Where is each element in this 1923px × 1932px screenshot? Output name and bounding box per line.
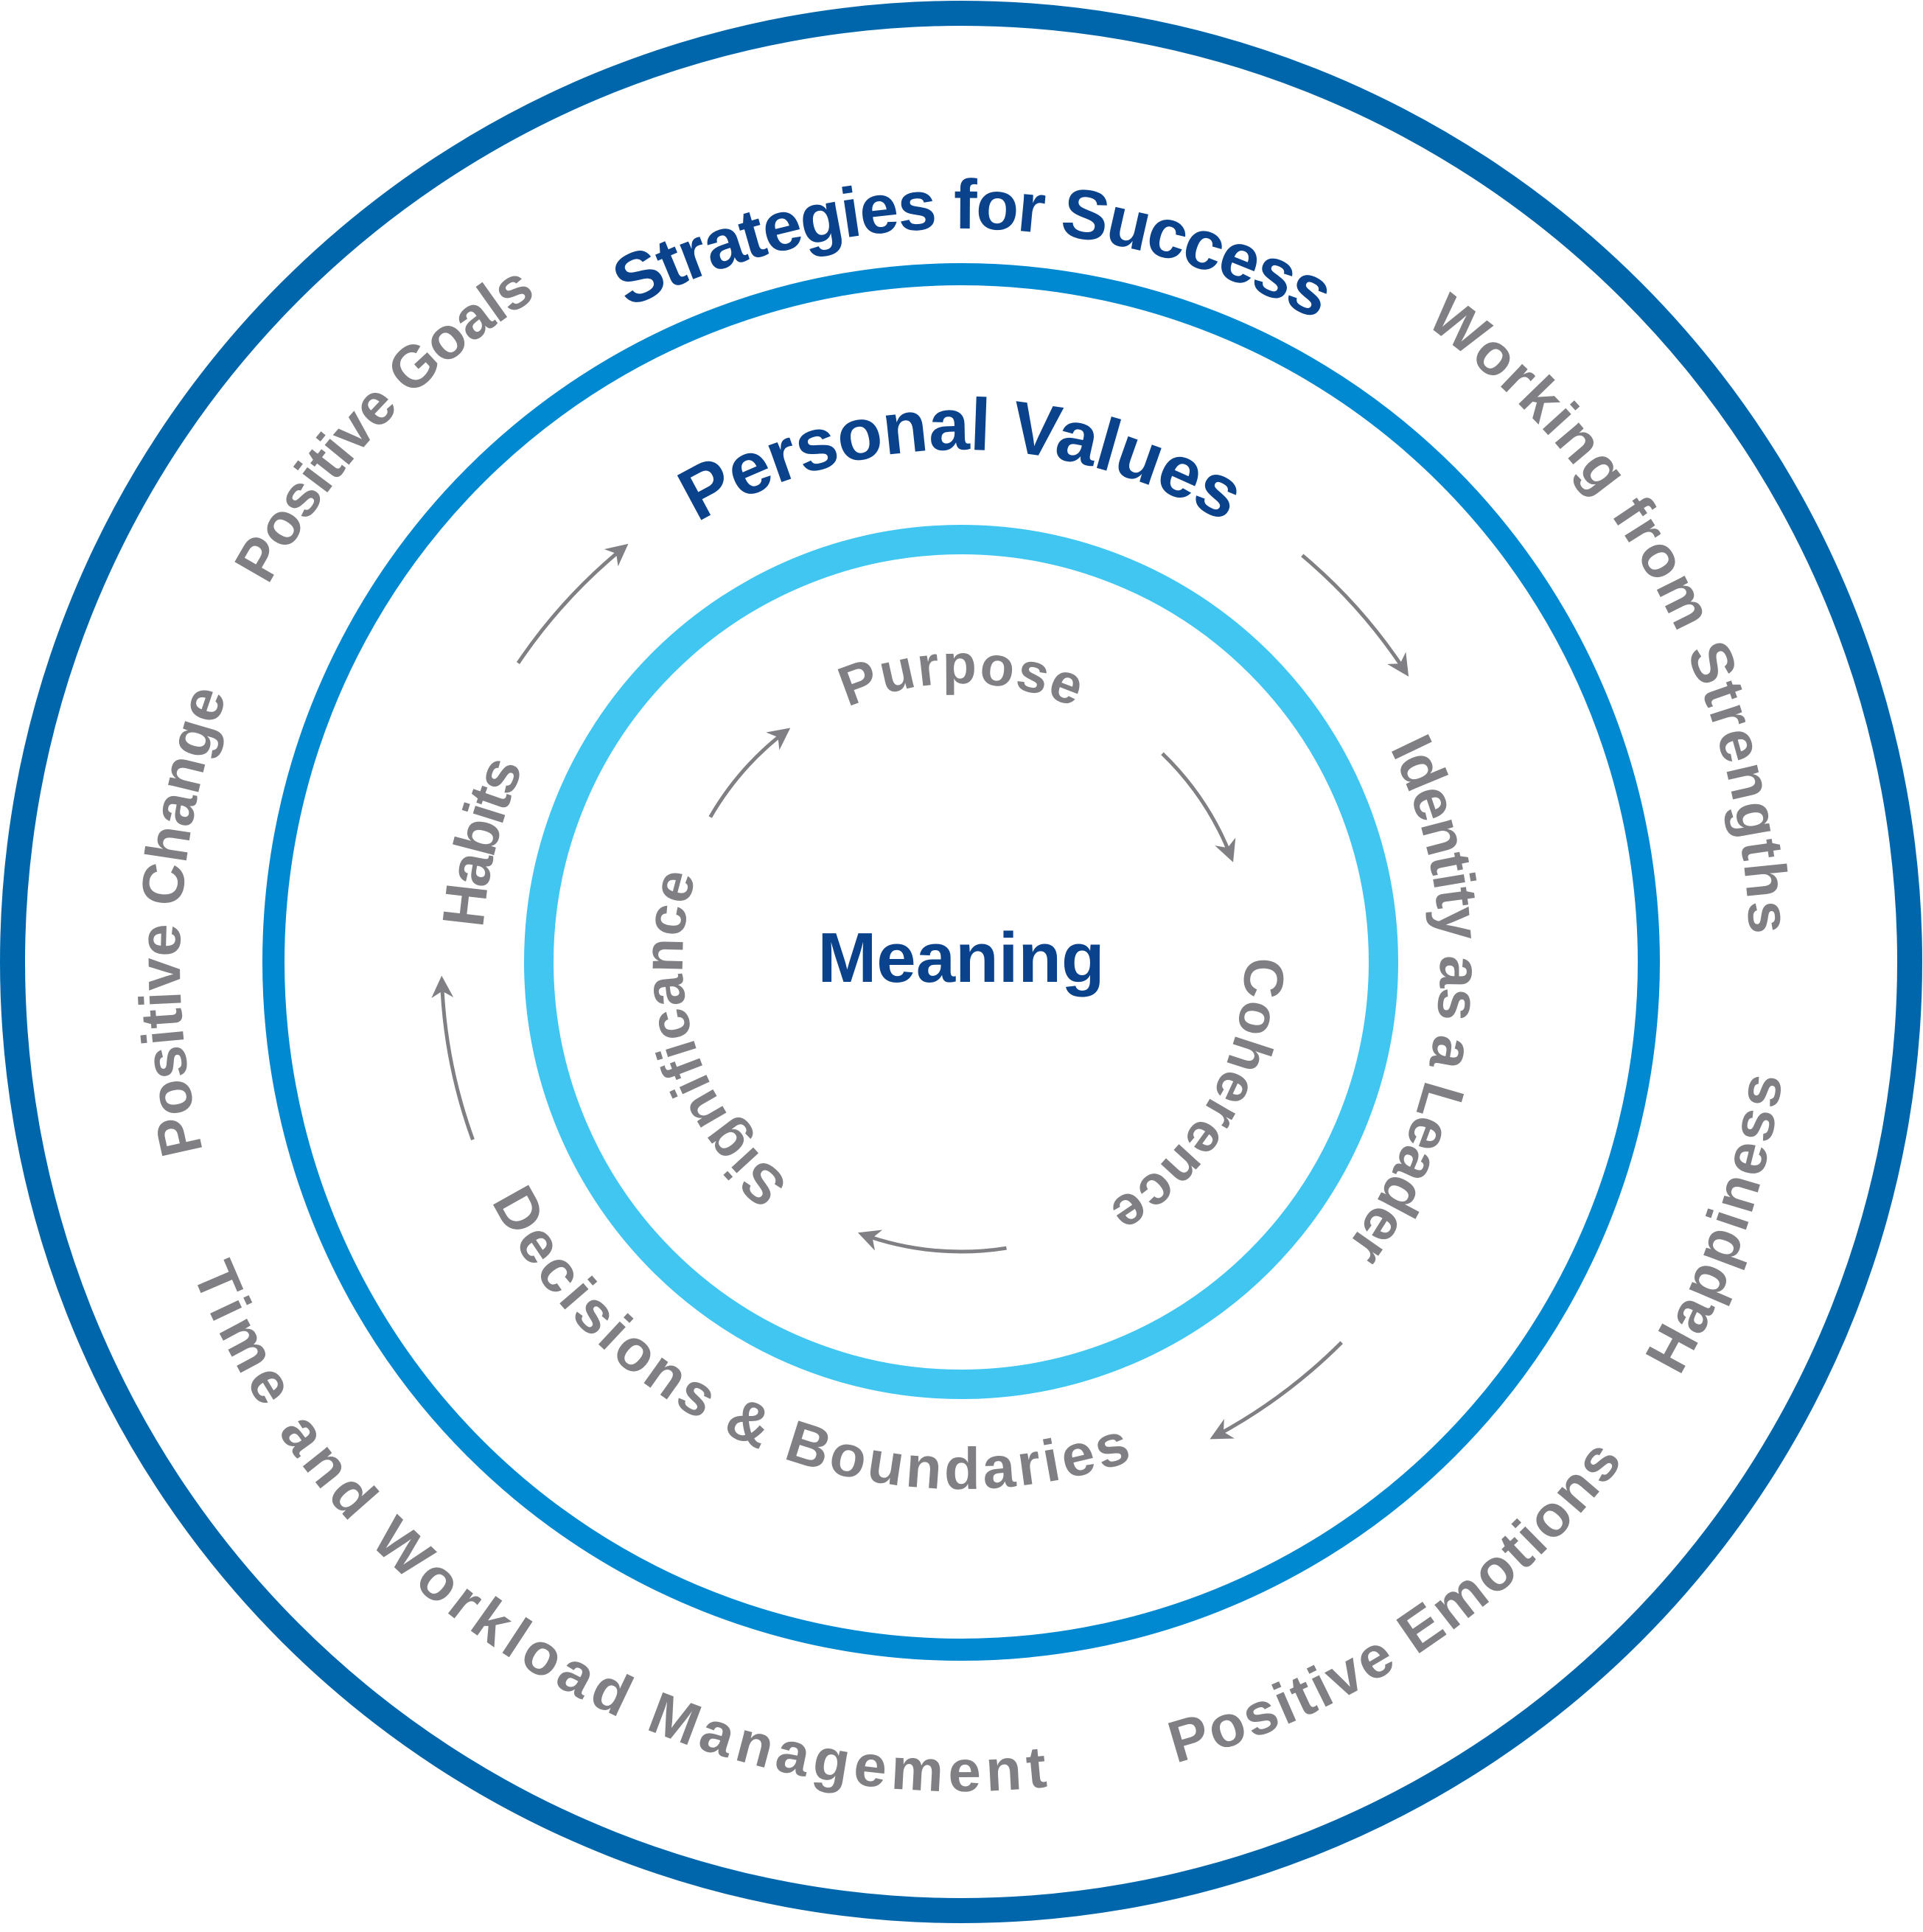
outer-label-positive-change: Positive Change — [127, 677, 239, 1162]
middle-label-habits: Habits — [430, 747, 534, 930]
inner-ring — [524, 525, 1398, 1399]
arrow-icon — [516, 543, 629, 664]
inner-label-purpose: Purpose — [830, 633, 1092, 719]
inner-label-coherence: Coherence — [1100, 956, 1296, 1246]
arrow-icon — [857, 1230, 1007, 1254]
inner-label-significance: Significance — [632, 863, 798, 1220]
outer-label-happiness: Happiness — [1633, 1069, 1795, 1383]
arrow-icon — [708, 728, 791, 818]
middle-ring-title: Personal Values — [666, 383, 1257, 537]
middle-ring — [262, 263, 1660, 1661]
arrow-icon — [431, 975, 475, 1140]
arrow-icon — [1161, 752, 1236, 862]
arrow-icon — [1210, 1341, 1343, 1440]
center-title: Meaning — [817, 918, 1104, 997]
arrow-icon — [1301, 554, 1409, 677]
middle-label-decisions-boundaries: Decisions & Boundaries — [481, 1175, 1137, 1502]
